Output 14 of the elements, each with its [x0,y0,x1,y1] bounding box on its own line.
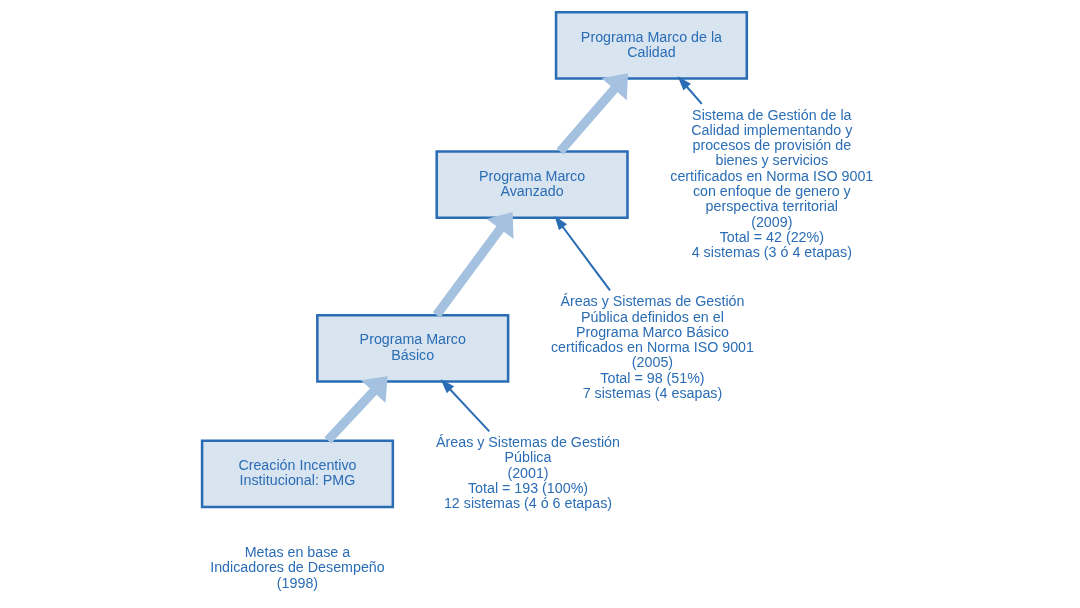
arrow [556,73,628,155]
node-box: Programa Marco de la Calidad [554,10,748,80]
arrow [440,379,490,433]
node-box: Creación Incentivo Institucional: PMG [200,439,394,509]
node-text: Áreas y Sistemas de Gestión Pública (2001) Total = 193 (100%) 12 sistemas (4 ó 6 etapas) [435,434,620,512]
arrow [677,76,703,105]
arrow [323,376,388,444]
node-text: Sistema de Gestión de la Calidad implementando y procesos de provisión de bienes y servicios certificados en Norma ISO 9001 con enfoque de genero y perspectiva territorial (2009) Total = 42 (22%) 4 sistemas (3 ó 4 etapas) [669,106,873,261]
node-label: Metas en base a Indicadores de Desempeño (1998) [209,544,385,591]
arrow [553,215,611,291]
node-box: Programa Marco Avanzado [434,150,629,220]
node-text: Áreas y Sistemas de Gestión Pública definidos en el Programa Marco Básico certificados en Norma ISO 9001 (2005) Total = 98 (51%) 7 sistemas (4 esapas) [550,293,754,402]
arrow [432,211,513,318]
node-box: Programa Marco Básico [315,313,509,383]
